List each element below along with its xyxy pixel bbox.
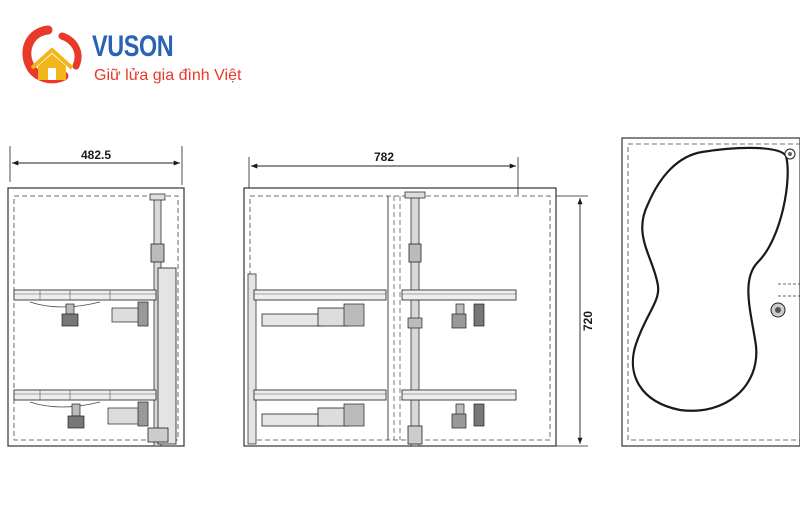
top-view (621, 137, 800, 447)
front-lower-slide (261, 413, 323, 427)
brand-logo (18, 22, 278, 92)
brand-slogan: Giữ lửa gia đình Việt (94, 67, 242, 84)
side-cabinet-inner (13, 195, 179, 441)
side-cabinet-outline (7, 187, 185, 447)
side-view: 482.5 (7, 146, 185, 447)
brand-name: VUSON (92, 30, 174, 63)
logo-mark-icon (22, 25, 82, 84)
side-upper-foot (61, 313, 79, 327)
top-cabinet-inner (627, 143, 800, 441)
side-lower-foot (67, 415, 85, 429)
front-cabinet-outline (243, 187, 557, 447)
side-bracket-rail (157, 267, 177, 445)
side-width-label: 482.5 (81, 148, 111, 162)
front-shelf-upper-left (253, 289, 387, 301)
front-view: 782 720 (243, 150, 595, 447)
front-shelf-lower-right (401, 389, 517, 401)
side-shelf-upper (13, 289, 157, 301)
front-width-label: 782 (374, 150, 394, 164)
front-shelf-upper-right (401, 289, 517, 301)
front-height-label: 720 (581, 311, 595, 331)
top-cabinet-outline (621, 137, 800, 447)
front-upper-slide (261, 313, 323, 327)
top-kidney-tray (631, 146, 789, 412)
front-shelf-lower-left (253, 389, 387, 401)
side-shelf-lower (13, 389, 157, 401)
